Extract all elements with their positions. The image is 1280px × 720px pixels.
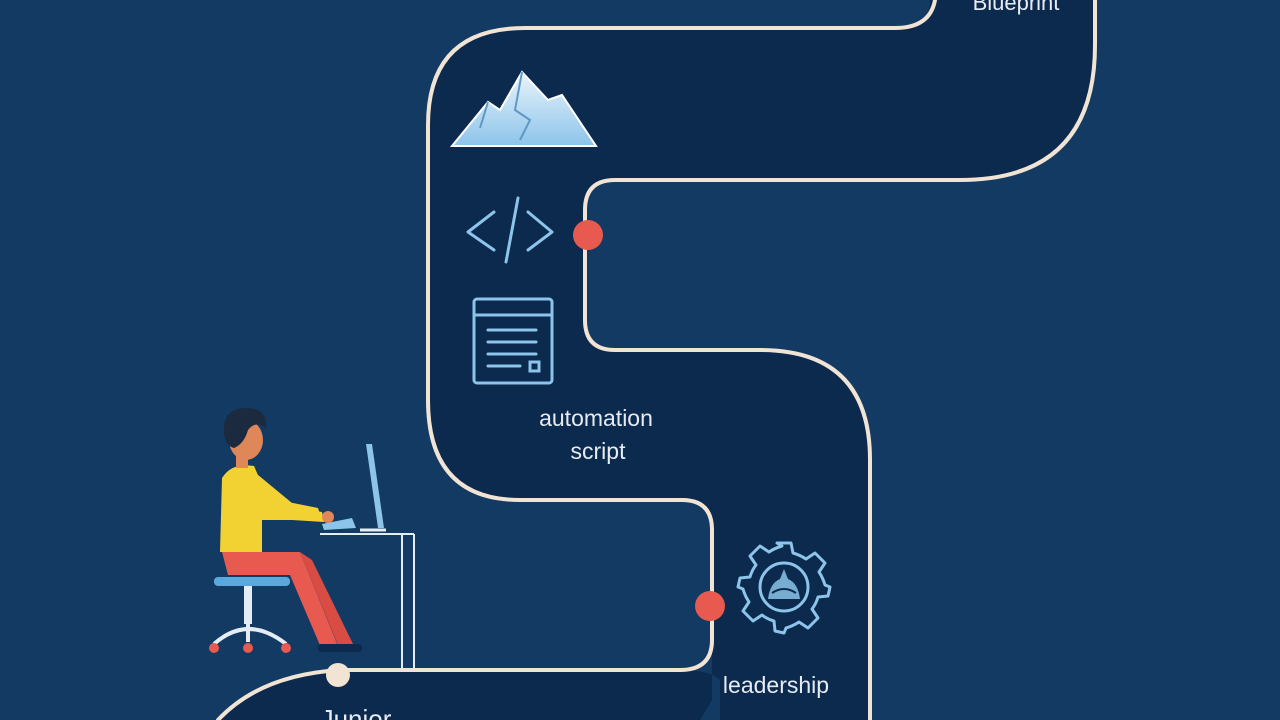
desk xyxy=(320,533,415,668)
road-outline-lower xyxy=(583,0,1097,720)
document-icon xyxy=(472,297,554,385)
gear-icon xyxy=(736,541,832,635)
leadership-label: leadership xyxy=(723,672,829,698)
automation-label-line1: automation xyxy=(539,405,653,431)
code-brackets-icon xyxy=(466,196,554,264)
chair xyxy=(209,577,291,653)
junior-label: Junior xyxy=(321,704,392,720)
mountain-icon xyxy=(449,70,598,147)
blueprint-label: Blueprint xyxy=(973,0,1060,15)
milestone-dot-code xyxy=(573,220,603,250)
automation-label-line2: script xyxy=(571,438,627,464)
milestone-dot-junior xyxy=(326,663,350,687)
person-at-desk-illustration xyxy=(209,408,415,668)
monitor xyxy=(360,444,386,532)
milestone-dot-leadership xyxy=(695,591,725,621)
